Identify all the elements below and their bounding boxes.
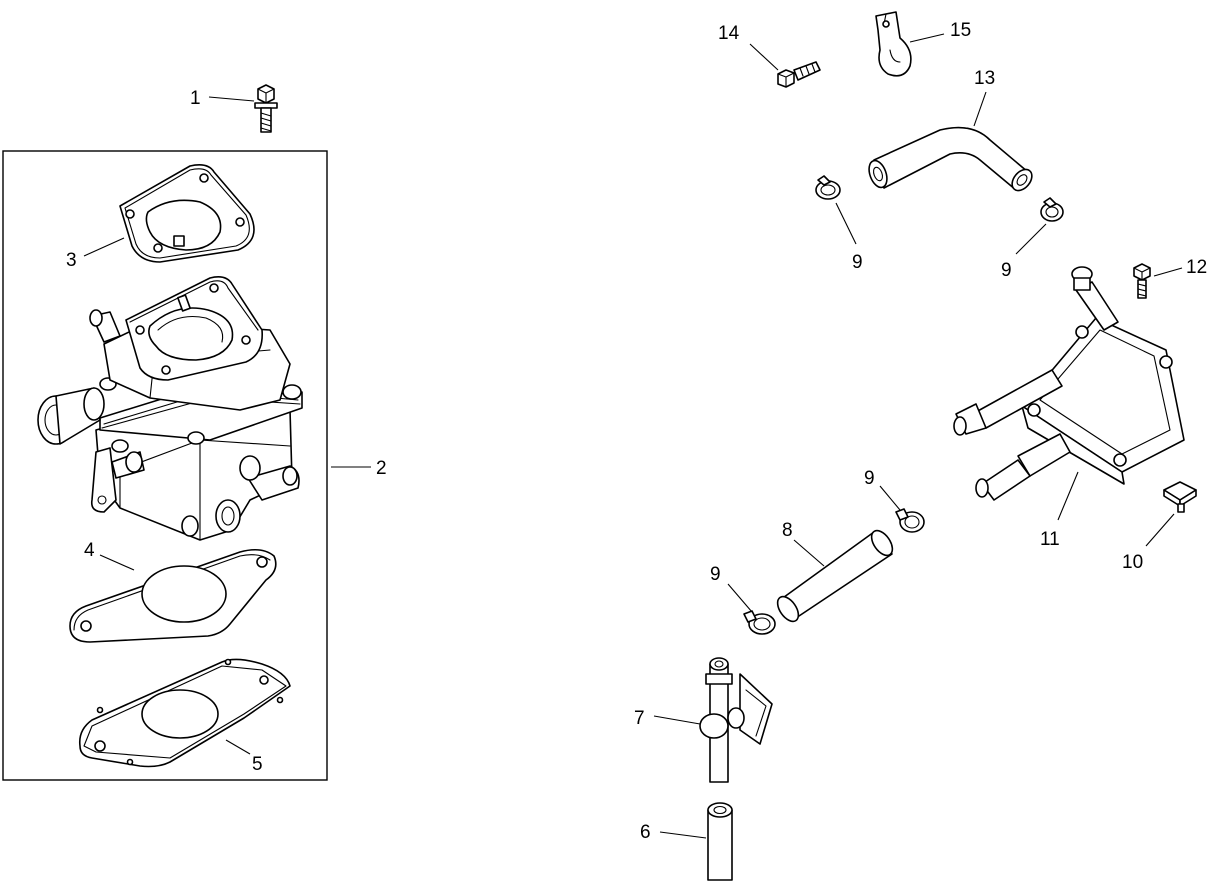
hose-icon (868, 126, 1033, 192)
callout-9-upper-left: 9 (852, 252, 863, 273)
gasket-icon (119, 164, 255, 263)
callout-3: 3 (66, 250, 77, 271)
callout-9-middle: 9 (864, 468, 875, 489)
callout-9-lower: 9 (710, 564, 721, 585)
hose-icon (776, 529, 894, 623)
hose-clamp-icon (895, 508, 925, 533)
callout-5: 5 (252, 754, 263, 775)
leader-lines (83, 33, 1183, 839)
hose-clamp-icon (743, 610, 776, 635)
callout-7: 7 (634, 708, 645, 729)
shutoff-valve-icon (699, 657, 773, 783)
callout-2: 2 (376, 458, 387, 479)
callout-4: 4 (84, 540, 95, 561)
hose-clamp-icon (1040, 197, 1064, 222)
bolt-icon (254, 84, 278, 133)
callout-10: 10 (1122, 552, 1143, 573)
bolt-icon (777, 61, 821, 88)
callout-6: 6 (640, 822, 651, 843)
hose-clamp-icon (815, 175, 841, 200)
callout-14: 14 (718, 23, 740, 44)
callout-8: 8 (782, 520, 793, 541)
carburetor-icon (37, 276, 303, 541)
callout-12: 12 (1186, 257, 1207, 278)
callout-11: 11 (1040, 529, 1060, 550)
gasket-icon (69, 548, 277, 643)
hose-clamp-icon (875, 11, 912, 77)
callout-9-upper-right: 9 (1001, 260, 1012, 281)
callout-1: 1 (190, 88, 201, 109)
fuel-pump-icon (953, 266, 1185, 501)
bolt-icon (1133, 263, 1151, 299)
callout-15: 15 (950, 20, 971, 41)
hose-icon (707, 802, 733, 881)
callout-13: 13 (974, 68, 995, 89)
bolt-icon (1163, 481, 1197, 513)
carburetor-assembly-frame (2, 150, 328, 781)
gasket-icon (78, 658, 291, 768)
